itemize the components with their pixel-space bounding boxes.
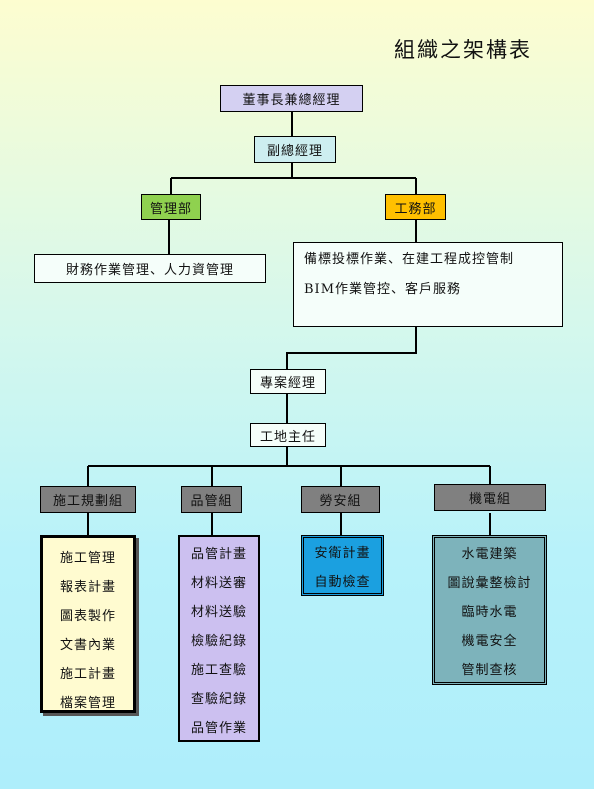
safety-task-list: 安衛計畫 自動檢查 [301, 535, 384, 596]
list-item: 臨時水電 [461, 605, 518, 620]
planning-task-list: 施工管理 報表計畫 圖表製作 文書內業 施工計畫 檔案管理 [40, 535, 136, 713]
list-item: 施工查驗 [190, 663, 247, 678]
list-item: 安衛計畫 [314, 546, 371, 561]
list-item: 自動檢查 [314, 575, 371, 590]
chairman-node: 董事長兼總經理 [220, 85, 363, 112]
eng-duty-line-2: BIM作業管控、客戶服務 [304, 282, 461, 297]
list-item: 檔案管理 [59, 696, 116, 711]
qc-task-list: 品管計畫 材料送審 材料送驗 檢驗紀錄 施工查驗 查驗紀錄 品管作業 [178, 535, 260, 742]
list-item: 文書內業 [59, 638, 116, 653]
mep-task-list: 水電建築 圖說彙整檢討 臨時水電 機電安全 管制查核 [432, 535, 547, 685]
list-item: 施工管理 [59, 551, 116, 566]
list-item: 施工計畫 [59, 667, 116, 682]
admin-dept-node: 管理部 [141, 194, 201, 220]
list-item: 水電建築 [461, 547, 518, 562]
safety-group-node: 勞安組 [301, 486, 380, 513]
list-item: 查驗紀錄 [190, 692, 247, 707]
list-item: 品管計畫 [190, 547, 247, 562]
project-manager-node: 專案經理 [250, 369, 326, 394]
list-item: 材料送審 [190, 576, 247, 591]
list-item: 報表計畫 [59, 580, 116, 595]
planning-group-node: 施工規劃組 [40, 486, 136, 513]
list-item: 機電安全 [461, 634, 518, 649]
eng-dept-node: 工務部 [385, 194, 446, 220]
eng-duty-line-1: 備標投標作業、在建工程成控管制 [304, 252, 515, 267]
vice-gm-node: 副總經理 [254, 136, 336, 163]
chart-title: 組織之架構表 [394, 38, 532, 62]
list-item: 檢驗紀錄 [190, 634, 247, 649]
eng-duties-box: 備標投標作業、在建工程成控管制 BIM作業管控、客戶服務 [293, 242, 563, 327]
mep-group-node: 機電組 [434, 484, 546, 511]
list-item: 材料送驗 [190, 605, 247, 620]
qc-group-node: 品管組 [181, 486, 242, 513]
list-item: 管制查核 [461, 663, 518, 678]
list-item: 圖說彙整檢討 [447, 576, 532, 591]
list-item: 圖表製作 [59, 609, 116, 624]
list-item: 品管作業 [190, 721, 247, 736]
site-chief-node: 工地主任 [250, 423, 326, 447]
admin-duties-box: 財務作業管理、人力資管理 [34, 254, 266, 283]
